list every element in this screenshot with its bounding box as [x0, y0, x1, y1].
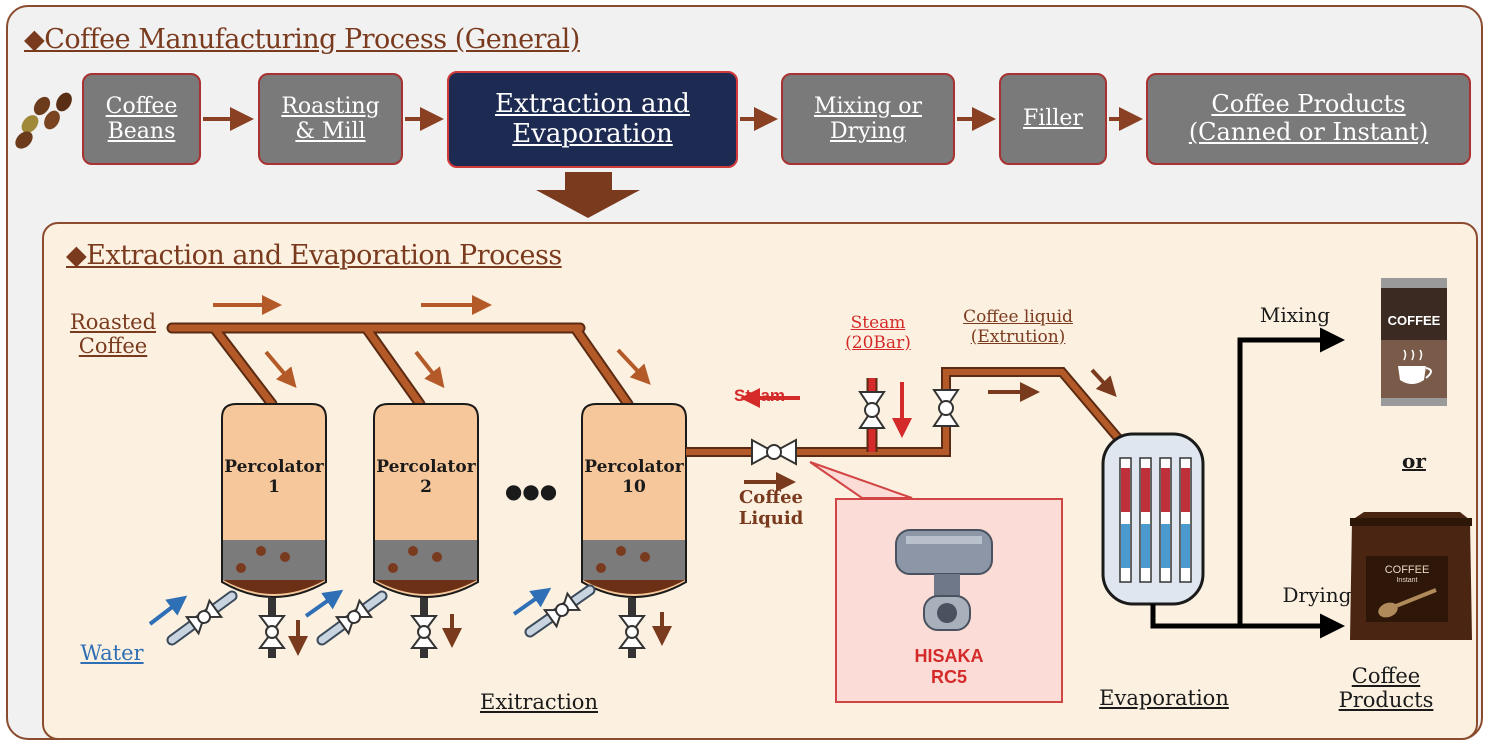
drying-label: Drying: [1282, 583, 1352, 607]
step-filler[interactable]: Filler: [999, 73, 1107, 165]
steam-20bar-label: Steam (20Bar): [845, 313, 911, 353]
percolator-2: [373, 403, 479, 598]
step-roasting-mill[interactable]: Roasting & Mill: [258, 73, 403, 165]
water-valves: [184, 591, 582, 636]
mixing-label: Mixing: [1259, 303, 1331, 327]
coffee-liquid-extrution-label: Coffee liquid (Extrution): [963, 307, 1073, 347]
percolator-2-label: Percolator 2: [376, 457, 476, 497]
bag-instant-text: Instant: [1396, 577, 1418, 584]
evaporator: [1101, 432, 1205, 606]
outlet-arrows: [288, 612, 672, 656]
line-valves: [751, 389, 960, 466]
coffee-can-icon: [1381, 278, 1447, 406]
percolator-1: [221, 403, 327, 598]
bag-coffee-text: COFFEE: [1384, 564, 1430, 576]
percolator-10: [581, 403, 687, 598]
feed-arrows: [213, 295, 651, 389]
evaporator-in-arrow: [1090, 368, 1117, 397]
steam-label: Steam: [734, 386, 786, 405]
step-coffee-products[interactable]: Coffee Products (Canned or Instant): [1146, 73, 1471, 165]
percolator-10-label: Percolator 10: [584, 457, 684, 497]
hisaka-label: HISAKA RC5: [914, 646, 984, 687]
general-flow-arrows: [203, 107, 1143, 218]
can-coffee-text: COFFEE: [1387, 313, 1441, 328]
output-lines: [1150, 327, 1345, 639]
percolator-ellipsis: ●●●: [504, 479, 558, 503]
step-mixing-drying[interactable]: Mixing or Drying: [781, 73, 955, 165]
coffee-beans-icon: [15, 92, 72, 149]
or-label: or: [1402, 449, 1426, 473]
roasted-coffee-label: Roasted Coffee: [69, 310, 157, 359]
outlet-valves: [258, 615, 646, 649]
coffee-liquid-label: Coffee Liquid: [738, 487, 804, 529]
general-process-title: ◆Coffee Manufacturing Process (General): [24, 24, 580, 55]
evaporation-label: Evaporation: [1099, 686, 1229, 710]
coffee-products-label: Coffee Products: [1338, 664, 1434, 713]
water-label: Water: [80, 641, 144, 665]
step-extraction-evaporation[interactable]: Extraction and Evaporation: [447, 71, 738, 168]
detail-process-title: ◆Extraction and Evaporation Process: [66, 240, 562, 271]
big-down-arrow: [536, 172, 640, 218]
percolator-1-label: Percolator 1: [224, 457, 324, 497]
extraction-label: Exitraction: [480, 690, 598, 714]
coffee-bag-icon: [1350, 512, 1472, 640]
water-arrows: [148, 587, 552, 626]
step-coffee-beans[interactable]: Coffee Beans: [82, 73, 201, 165]
